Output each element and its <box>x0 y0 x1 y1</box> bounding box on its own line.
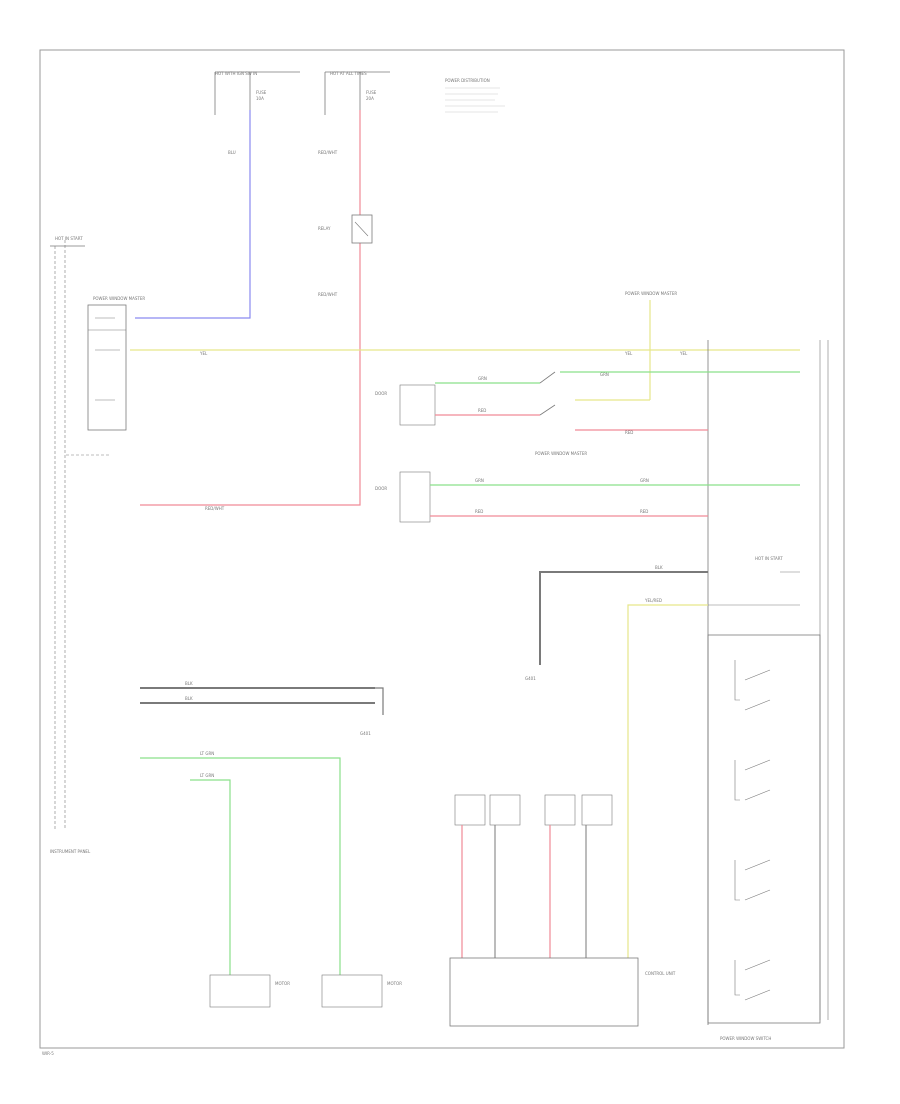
ground-label-2: G401 <box>360 731 371 736</box>
wire-label-blk: BLK <box>655 565 663 570</box>
left-switch-box: HOT IN START POWER WINDOW MASTER <box>50 236 145 830</box>
fuse-right-name: FUSE <box>366 90 377 95</box>
sensor-group <box>454 794 613 958</box>
relay-label: RELAY <box>318 226 331 231</box>
fuse-right-amp: 20A <box>366 96 374 101</box>
wire-label-grn-2: GRN <box>478 376 487 381</box>
motor-right: MOTOR <box>321 974 402 1008</box>
wire-label-red-2: RED <box>625 430 633 435</box>
fuse-right-title: HOT AT ALL TIMES <box>330 71 367 76</box>
wire-label-red-wht-1: RED/WHT <box>318 150 338 155</box>
wire-label-red-1: RED <box>478 408 486 413</box>
left-black-pair: BLK BLK G401 <box>140 681 384 736</box>
splice-label: POWER WINDOW MASTER <box>625 291 677 296</box>
window-switch-group-1: DOOR GRN RED POWER WINDOW MASTER <box>375 371 587 456</box>
wire-blue <box>135 110 251 319</box>
wire-label-yel-3: YEL <box>679 351 688 356</box>
ground-label-1: G401 <box>525 676 536 681</box>
wire-label-yel-2: YEL <box>624 351 633 356</box>
wire-label-grn-3: GRN <box>475 478 484 483</box>
motor-left-label: MOTOR <box>275 981 290 986</box>
fuse-left-name: FUSE <box>256 90 267 95</box>
wire-label-lt-grn-1: LT GRN <box>200 751 214 756</box>
wire-label-red-wht-2: RED/WHT <box>318 292 338 297</box>
door-label-1: DOOR <box>375 391 387 396</box>
master-label: POWER WINDOW MASTER <box>93 296 145 301</box>
wire-label-red-4: RED <box>640 509 648 514</box>
wire-label-blk-3: BLK <box>185 696 193 701</box>
fuse-left-title: HOT WITH IGN SW IN <box>215 71 257 76</box>
wire-label-lt-grn-2: LT GRN <box>200 773 214 778</box>
hot-start-label: HOT IN START <box>55 236 83 241</box>
wire-label-blk-2: BLK <box>185 681 193 686</box>
right-note: HOT IN START <box>755 556 783 561</box>
window-switch-group-2: DOOR GRN GRN RED RED <box>375 471 800 523</box>
wire-black-ground <box>539 571 708 665</box>
switch-assembly-label: POWER WINDOW SWITCH <box>720 1036 771 1041</box>
right-switch-assembly <box>707 634 821 1024</box>
wire-label-yel-red: YEL/RED <box>644 598 662 603</box>
door-label-2: DOOR <box>375 486 387 491</box>
top-note: POWER DISTRIBUTION <box>445 78 490 83</box>
wire-label-red-3: RED <box>475 509 483 514</box>
relay-box <box>351 214 373 244</box>
wire-label-red-wht-3: RED/WHT <box>205 506 225 511</box>
wire-yellow-red <box>627 604 708 958</box>
window-switch-label: POWER WINDOW MASTER <box>535 451 587 456</box>
fuse-right: HOT AT ALL TIMES FUSE 20A <box>324 71 390 115</box>
diagram-frame <box>39 49 845 1049</box>
wire-label-grn-4: GRN <box>640 478 649 483</box>
top-note-lines <box>445 87 505 113</box>
bottom-left-note: INSTRUMENT PANEL <box>50 849 91 854</box>
motor-left: MOTOR <box>209 974 290 1008</box>
wire-label-yel-1: YEL <box>199 351 208 356</box>
fuse-left: HOT WITH IGN SW IN FUSE 10A <box>214 71 300 115</box>
page-code: WIR-5 <box>42 1051 54 1056</box>
control-unit-box <box>449 957 639 1027</box>
motor-right-label: MOTOR <box>387 981 402 986</box>
green-wires-bottom: LT GRN LT GRN <box>140 751 341 975</box>
wire-label-grn-1: GRN <box>600 372 609 377</box>
fuse-left-amp: 10A <box>256 96 264 101</box>
wire-label-blu: BLU <box>228 150 236 155</box>
control-unit-label: CONTROL UNIT <box>645 971 676 976</box>
right-switch-stack <box>734 660 771 1001</box>
